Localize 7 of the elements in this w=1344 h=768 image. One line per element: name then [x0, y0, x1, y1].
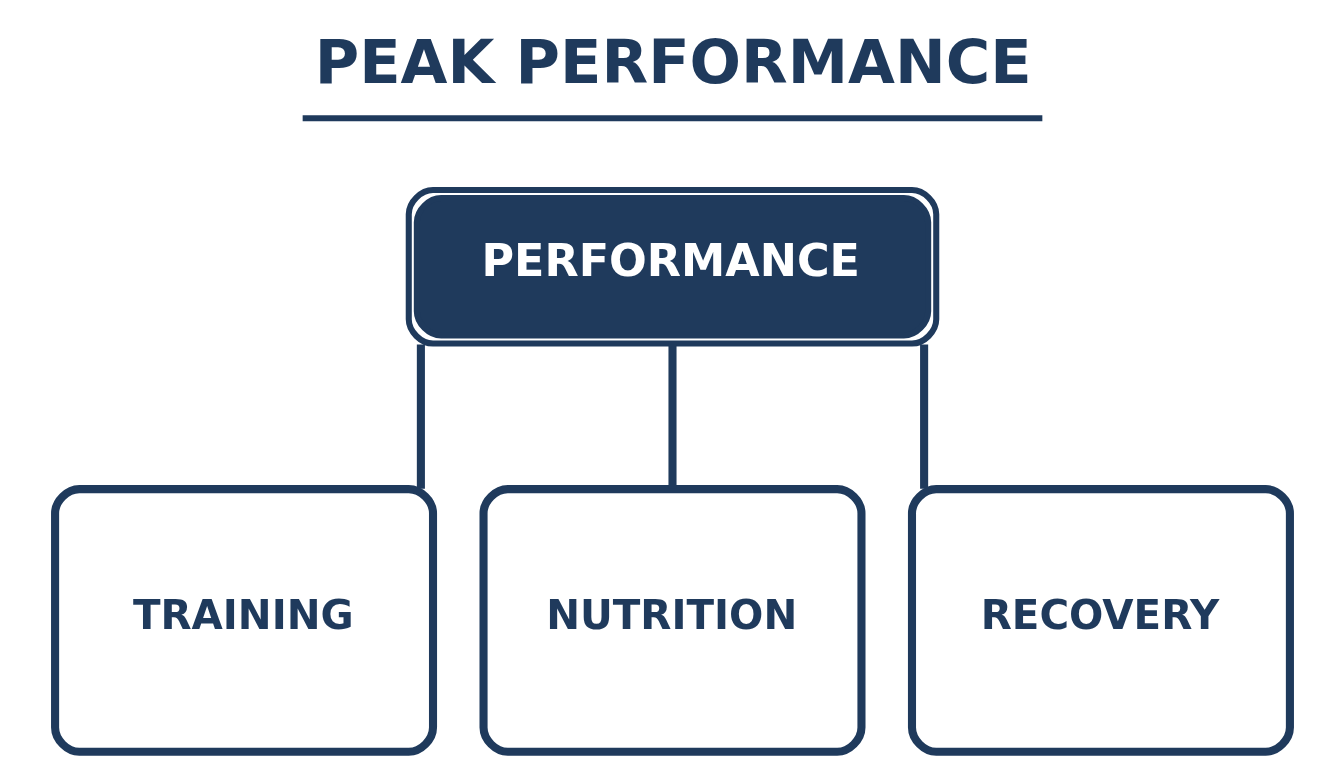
connector	[919, 344, 928, 489]
node-box: TRAINING	[50, 485, 437, 756]
node-box: NUTRITION	[479, 485, 865, 756]
node-box: PERFORMANCE	[405, 186, 939, 347]
diagram-title: PEAK PERFORMANCE	[314, 26, 1032, 97]
connector	[416, 344, 425, 489]
node-box: RECOVERY	[907, 485, 1294, 756]
